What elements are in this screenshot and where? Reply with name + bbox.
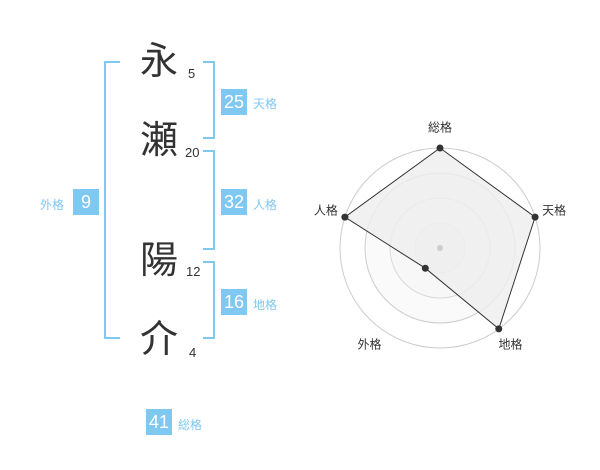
jinkaku-value: 32 xyxy=(221,189,247,215)
name-char-3: 陽 xyxy=(140,238,179,282)
tenkaku-label: 天格 xyxy=(253,97,278,111)
name-char-4: 介 xyxy=(140,317,179,361)
gaikaku-label: 外格 xyxy=(40,198,65,212)
name-char-2: 瀬 xyxy=(140,118,179,162)
stroke-count-1: 5 xyxy=(188,66,196,81)
radar-point-4 xyxy=(421,264,429,272)
stroke-count-2: 20 xyxy=(185,145,200,160)
chikaku-value: 16 xyxy=(221,289,247,315)
radar-axis-label-1: 総格 xyxy=(428,120,452,135)
radar-axis-label-2: 天格 xyxy=(542,202,566,217)
soukaku-label: 総格 xyxy=(178,418,203,432)
radar-axis-label-3: 地格 xyxy=(498,337,522,352)
gaikaku-value: 9 xyxy=(73,189,99,215)
stroke-count-4: 4 xyxy=(189,345,197,360)
chikaku-bracket xyxy=(203,261,215,339)
soukaku-value: 41 xyxy=(146,409,172,435)
tenkaku-bracket xyxy=(203,61,215,139)
radar-shape xyxy=(344,147,536,330)
radar-point-5 xyxy=(341,213,349,221)
radar-axis-label-5: 人格 xyxy=(314,202,338,217)
radar-center-dot xyxy=(437,245,443,251)
radar-point-1 xyxy=(436,144,444,152)
tenkaku-value: 25 xyxy=(221,89,247,115)
stroke-count-3: 12 xyxy=(186,264,201,279)
radar-point-2 xyxy=(531,213,539,221)
gaikaku-bracket xyxy=(104,61,120,339)
jinkaku-bracket xyxy=(203,150,215,250)
radar-points xyxy=(341,144,539,333)
radar-axis-label-4: 外格 xyxy=(357,337,381,352)
jinkaku-label: 人格 xyxy=(253,198,278,212)
chikaku-label: 地格 xyxy=(253,298,278,312)
radar-point-3 xyxy=(495,325,503,333)
name-char-1: 永 xyxy=(140,39,179,83)
